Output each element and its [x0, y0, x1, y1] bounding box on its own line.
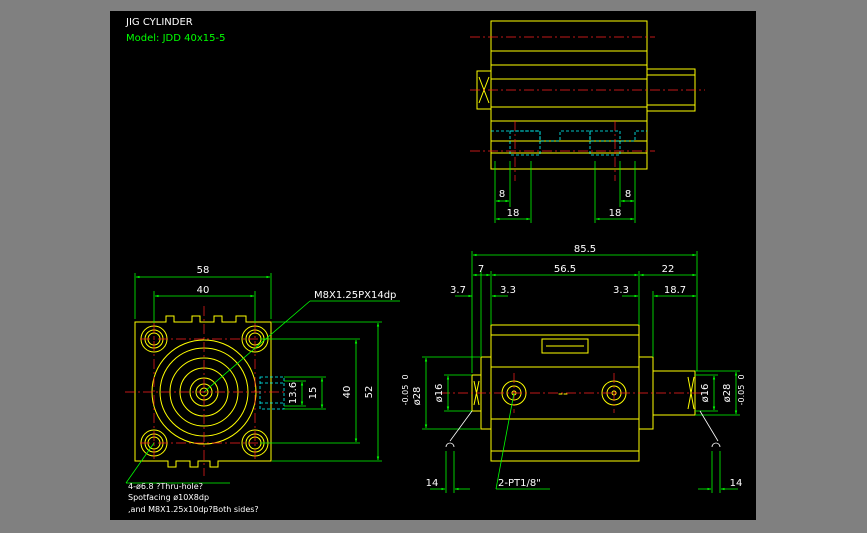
dim-52: 52 [364, 386, 375, 399]
cad-drawing: JIG CYLINDER Model: JDD 40x15-5 58 [125, 17, 746, 514]
side-dim-d28-left: ø28 [412, 387, 423, 406]
side-dim-3-3-right: 3.3 [613, 285, 629, 296]
dim-40-height: 40 [342, 386, 353, 399]
tol-right-top: 0 [737, 374, 746, 379]
dim-15: 15 [308, 387, 319, 400]
hole-note-3: ,and M8X1.25x10dp?Both sides? [128, 505, 259, 514]
side-dim-56-5: 56.5 [554, 264, 576, 275]
side-dim-3-7: 3.7 [450, 285, 466, 296]
side-dims: 85.5 7 56.5 22 3.7 3.3 3.3 18.7 ø28 0 -0… [401, 244, 746, 493]
hole-note-1: 4-ø6.8 ?Thru-hole? [128, 482, 203, 491]
dim-13-6: 13.6 [288, 382, 299, 404]
side-dim-14-right: 14 [730, 478, 743, 489]
side-view: == [440, 324, 710, 462]
top-dim-18-left: 18 [507, 208, 520, 219]
thread-label: M8X1.25PX14dp [314, 290, 396, 301]
tol-right-bot: -0.05 [737, 385, 746, 406]
svg-text:==: == [558, 391, 568, 398]
side-dim-3-3-left: 3.3 [500, 285, 516, 296]
side-dim-18-7: 18.7 [664, 285, 686, 296]
top-dim-8-right: 8 [625, 189, 631, 200]
side-dim-7: 7 [478, 264, 484, 275]
side-dim-d28-right: ø28 [722, 384, 733, 403]
side-dim-d16-right: ø16 [700, 384, 711, 403]
side-dim-22: 22 [662, 264, 675, 275]
model-label: Model: JDD 40x15-5 [126, 33, 225, 44]
dim-58: 58 [197, 265, 210, 276]
front-dims: 58 40 52 40 15 13.6 M8X1.25PX14dp 4-ø6.8… [125, 265, 400, 514]
side-dim-14-left: 14 [426, 478, 439, 489]
side-dim-d16-left: ø16 [434, 384, 445, 403]
dim-40-width: 40 [197, 285, 210, 296]
side-dim-85-5: 85.5 [574, 244, 596, 255]
tol-left-bot: -0.05 [401, 385, 410, 406]
hole-note-2: Spotfacing ø10X8dp [128, 493, 209, 502]
front-body-outline [134, 315, 272, 468]
port-label: 2-PT1/8" [498, 478, 541, 489]
tol-left-top: 0 [401, 374, 410, 379]
drawing-sheet [110, 11, 756, 520]
drawing-title: JIG CYLINDER [125, 17, 193, 28]
top-dim-8-left: 8 [499, 189, 505, 200]
top-dim-18-right: 18 [609, 208, 622, 219]
top-dims: 8 18 8 18 [494, 161, 636, 223]
top-view [470, 20, 705, 181]
